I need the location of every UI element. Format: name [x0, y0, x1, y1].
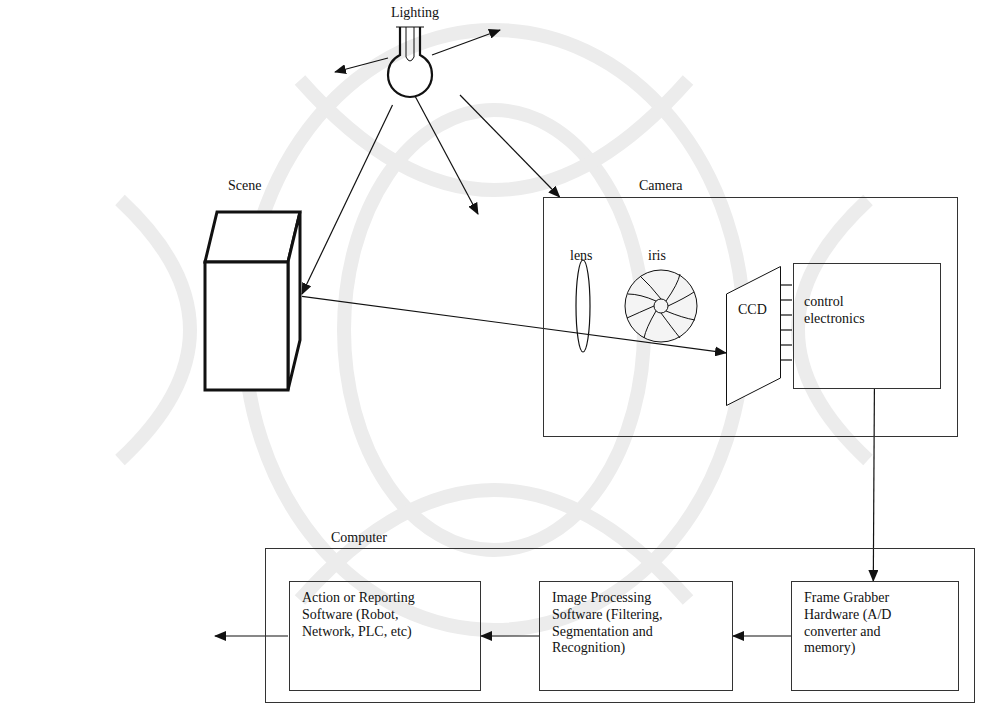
- node-text: Image Processing Software (Filtering, Se…: [552, 590, 702, 657]
- connector-arrow: [302, 105, 393, 294]
- node-heading: CCD: [738, 302, 767, 319]
- connector-arrow: [302, 296, 726, 353]
- output-arrow: [215, 636, 288, 637]
- electronics-box: control electronics: [793, 263, 941, 389]
- lens-symbol: [576, 260, 590, 352]
- computer-box: ComputerAction or Reporting Software (Ro…: [265, 548, 975, 703]
- watermark: [120, 30, 868, 630]
- connector-arrow: [733, 635, 791, 636]
- cube-symbol: [200, 178, 304, 394]
- connector-arrow: [873, 389, 874, 581]
- light-source: Lighting: [370, 5, 460, 105]
- ccd-wires: [780, 285, 792, 360]
- part-label: iris: [648, 248, 666, 265]
- camera-box: CameraCCDcontrol electronics: [543, 197, 958, 437]
- process-box: Image Processing Software (Filtering, Se…: [539, 581, 733, 691]
- ccd-sensor: CCD: [726, 266, 781, 406]
- node-heading: Computer: [331, 530, 387, 547]
- node-heading: Camera: [639, 178, 683, 195]
- light-rays: [335, 30, 500, 214]
- process-box: Action or Reporting Software (Robot, Net…: [289, 581, 481, 691]
- node-heading: Scene: [228, 178, 261, 195]
- iris-symbol: [625, 270, 697, 342]
- connector-arrow: [460, 95, 560, 197]
- scene-object: Scene: [200, 178, 302, 393]
- part-label: lens: [570, 248, 593, 265]
- node-text: Action or Reporting Software (Robot, Net…: [302, 590, 452, 640]
- process-box: Frame Grabber Hardware (A/D converter an…: [791, 581, 959, 691]
- node-text: Frame Grabber Hardware (A/D converter an…: [804, 590, 924, 657]
- connector-arrow: [481, 635, 539, 636]
- ccd-shape: [726, 266, 781, 406]
- node-text: control electronics: [804, 294, 894, 328]
- node-heading: Lighting: [370, 5, 460, 22]
